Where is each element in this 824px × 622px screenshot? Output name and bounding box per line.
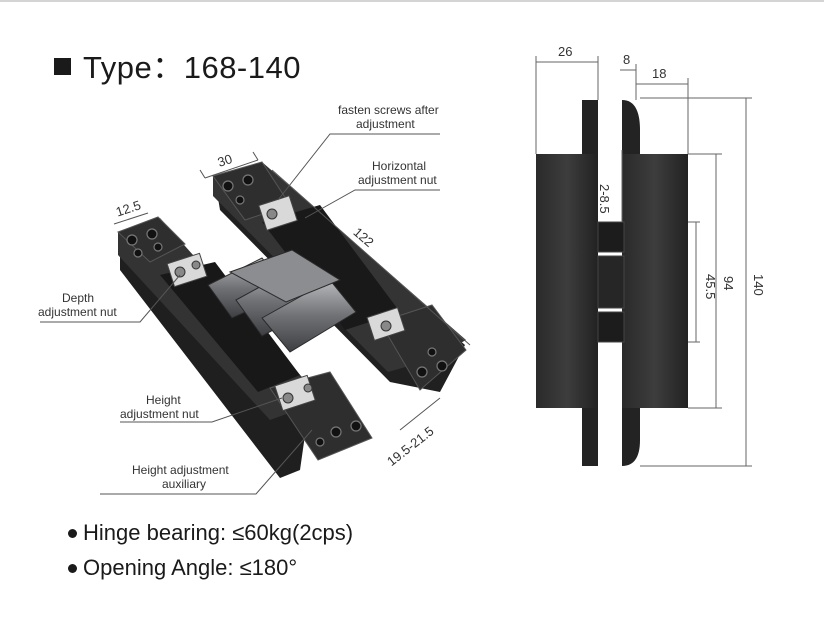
side-knuckle-1 — [597, 221, 625, 253]
callout-depth-line1: Depth — [62, 291, 94, 305]
right-leaf-pocket — [262, 205, 400, 330]
dim-side-gap: 2-8.5 — [597, 184, 612, 214]
callout-horizontal-line2: adjustment nut — [358, 173, 437, 187]
hinge-side-view — [536, 100, 688, 466]
left-body — [536, 154, 598, 408]
callout-auxiliary-line2: auxiliary — [162, 477, 206, 491]
bullet-icon — [68, 564, 77, 573]
callout-auxiliary-line1: Height adjustment — [132, 463, 229, 477]
callout-depth-line2: adjustment nut — [38, 305, 117, 319]
dim-side-26: 26 — [558, 44, 572, 59]
callout-fasten-line2: adjustment — [356, 117, 415, 131]
page-title: Type：168-140 — [54, 42, 301, 87]
dim-iso-end: 12.5 — [114, 197, 143, 219]
callout-horizontal-line1: Horizontal — [372, 159, 426, 173]
screw-holes — [126, 174, 448, 447]
top-divider — [0, 0, 824, 2]
square-bullet-icon — [54, 58, 71, 75]
spec-opening-angle-text: Opening Angle: ≤180° — [83, 555, 298, 580]
side-dimension-lines — [535, 56, 752, 467]
hinge-isometric — [117, 161, 467, 478]
dim-side-8: 8 — [623, 52, 630, 67]
dim-iso-depth: 19.5-21.5 — [384, 423, 437, 469]
side-knuckle-3 — [597, 311, 625, 343]
callout-height-line2: adjustment nut — [120, 407, 199, 421]
bullet-icon — [68, 529, 77, 538]
side-knuckle-2 — [597, 255, 625, 309]
knuckle-top — [228, 249, 342, 303]
callout-leaders — [40, 133, 440, 495]
left-leaf-pocket — [160, 262, 300, 392]
spec-hinge-bearing-text: Hinge bearing: ≤60kg(2cps) — [83, 520, 354, 545]
right-body — [622, 154, 688, 408]
title-text: Type：168-140 — [83, 50, 301, 85]
dim-side-45: 45.5 — [703, 274, 718, 299]
dim-side-94: 94 — [721, 276, 736, 290]
spec-opening-angle: Opening Angle: ≤180° — [68, 555, 297, 581]
callout-fasten-line1: fasten screws after — [338, 103, 439, 117]
dim-side-18: 18 — [652, 66, 666, 81]
dim-iso-width: 30 — [216, 151, 234, 170]
callout-height-line1: Height — [146, 393, 181, 407]
dim-side-140: 140 — [751, 274, 766, 296]
spec-hinge-bearing: Hinge bearing: ≤60kg(2cps) — [68, 520, 353, 546]
iso-dimension-lines — [113, 151, 471, 431]
